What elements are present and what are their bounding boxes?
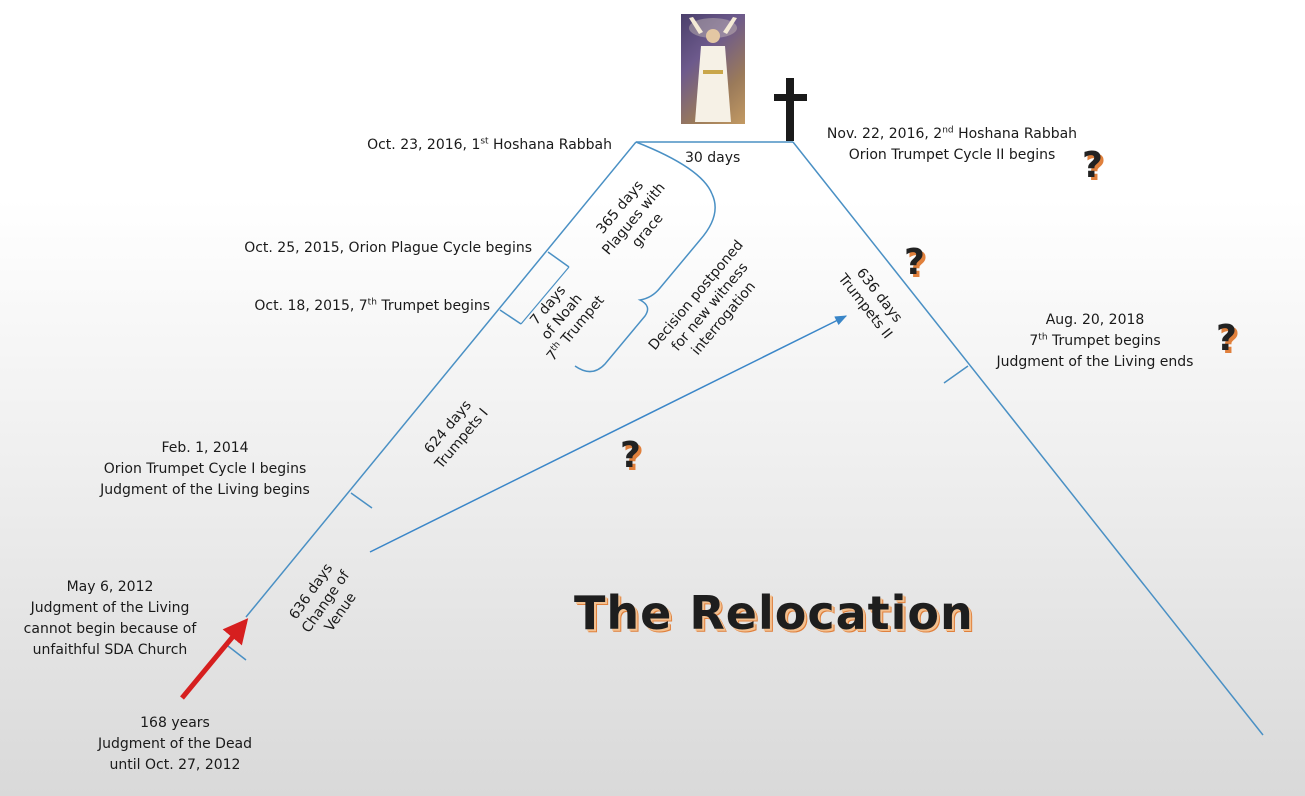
label-may6-2012-line4: unfaithful SDA Church: [32, 642, 188, 658]
label-aug20-2018-line2: 7th Trumpet begins: [1029, 332, 1161, 349]
label-may6-2012: May 6, 2012 Judgment of the Living canno…: [20, 577, 200, 661]
change-venue-arrow: [369, 315, 848, 553]
label-168-years: 168 years Judgment of the Dead until Oct…: [80, 713, 270, 776]
bracket-7days: [520, 266, 570, 325]
tick-oct18-2015: [499, 309, 522, 325]
label-may6-2012-line3: cannot begin because of: [23, 621, 197, 637]
label-oct25-2015: Oct. 25, 2015, Orion Plague Cycle begins: [244, 240, 532, 256]
question-mark-icon: ?: [620, 435, 641, 476]
tick-2012: [227, 645, 247, 661]
label-oct18-2015: Oct. 18, 2015, 7th Trumpet begins: [254, 297, 490, 314]
arc-30-days: [635, 141, 713, 195]
robed-figure-icon: [689, 17, 737, 122]
label-168-years-line3: until Oct. 27, 2012: [109, 757, 241, 773]
right-timeline-line: [792, 141, 1264, 736]
label-30-days: 30 days: [685, 150, 741, 166]
red-arrow: [180, 618, 249, 700]
label-nov22-2016: Nov. 22, 2016, 2nd Hoshana Rabbah Orion …: [812, 124, 1092, 166]
left-timeline-line: [245, 141, 637, 618]
question-mark-icon: ?: [1216, 318, 1237, 359]
label-feb1-2014-line1: Feb. 1, 2014: [161, 440, 249, 456]
question-mark-icon: ?: [1082, 145, 1103, 186]
label-oct23-2016: Oct. 23, 2016, 1st Hoshana Rabbah: [367, 136, 612, 153]
label-feb1-2014-line3: Judgment of the Living begins: [100, 482, 310, 498]
label-aug20-2018-line1: Aug. 20, 2018: [1045, 312, 1145, 328]
cross-icon: [774, 78, 807, 141]
label-aug20-2018-line3: Judgment of the Living ends: [996, 354, 1194, 370]
label-may6-2012-line2: Judgment of the Living: [30, 600, 190, 616]
page-title: The Relocation: [574, 586, 974, 640]
label-nov22-2016-line2: Orion Trumpet Cycle II begins: [848, 147, 1056, 163]
label-aug20-2018: Aug. 20, 2018 7th Trumpet begins Judgmen…: [990, 310, 1200, 373]
tick-oct25-2015: [547, 251, 570, 268]
label-nov22-2016-line1: Nov. 22, 2016, 2nd Hoshana Rabbah: [826, 125, 1078, 142]
tick-2014: [350, 492, 373, 509]
label-feb1-2014: Feb. 1, 2014 Orion Trumpet Cycle I begin…: [90, 438, 320, 501]
tick-aug-2018: [943, 365, 969, 384]
label-feb1-2014-line2: Orion Trumpet Cycle I begins: [103, 461, 307, 477]
curly-bracket-decision: [574, 193, 716, 373]
figure-image: [681, 14, 745, 124]
label-may6-2012-line1: May 6, 2012: [66, 579, 154, 595]
question-mark-icon: ?: [904, 242, 925, 283]
label-168-years-line2: Judgment of the Dead: [97, 736, 253, 752]
label-168-years-line1: 168 years: [140, 715, 210, 731]
